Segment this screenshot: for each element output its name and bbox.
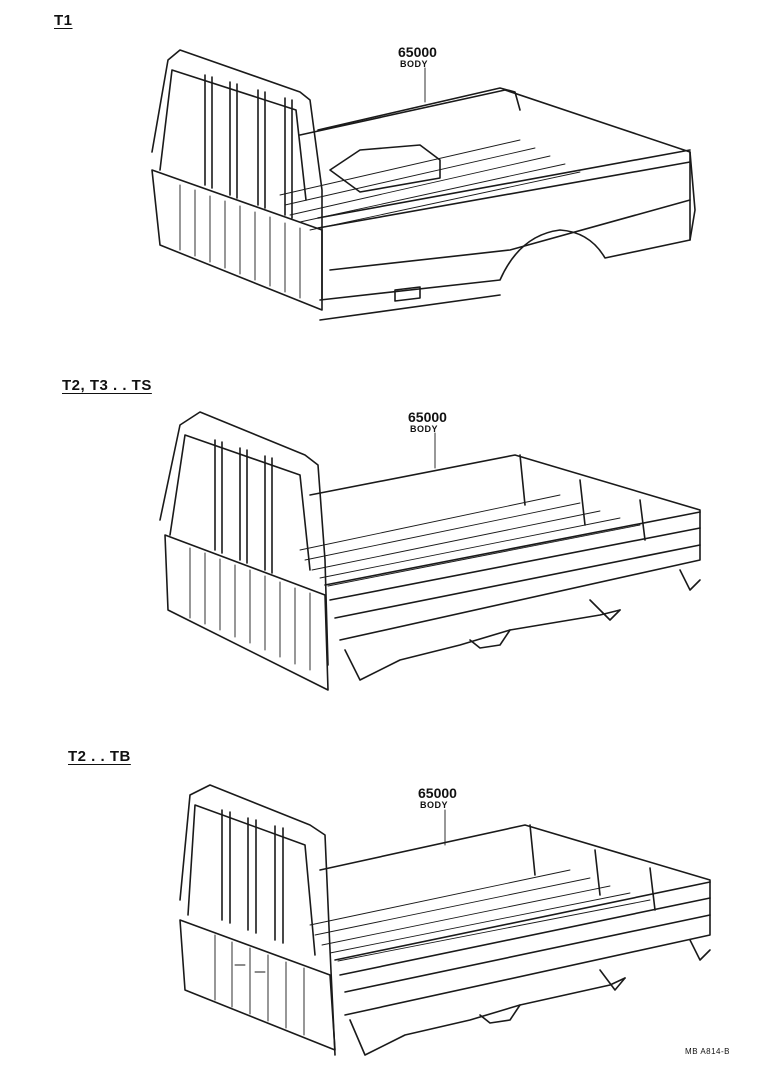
part-number-t1: 65000: [398, 44, 437, 60]
part-name-t1: BODY: [400, 59, 429, 69]
part-name-t2-tb: BODY: [420, 800, 449, 810]
footer-code: MB A814-B: [685, 1047, 730, 1056]
part-number-t2-t3-ts: 65000: [408, 409, 447, 425]
section-label-t2-t3-ts: T2, T3 . . TS: [62, 377, 152, 394]
part-name-t2-t3-ts: BODY: [410, 424, 439, 434]
part-number-t2-tb: 65000: [418, 785, 457, 801]
t2-tb-body-drawing: [179, 784, 711, 1056]
t1-body-drawing: [151, 49, 696, 321]
section-label-t2-tb: T2 . . TB: [68, 748, 131, 765]
section-label-t1: T1: [54, 12, 73, 29]
t2-t3-ts-body-drawing: [159, 411, 701, 691]
